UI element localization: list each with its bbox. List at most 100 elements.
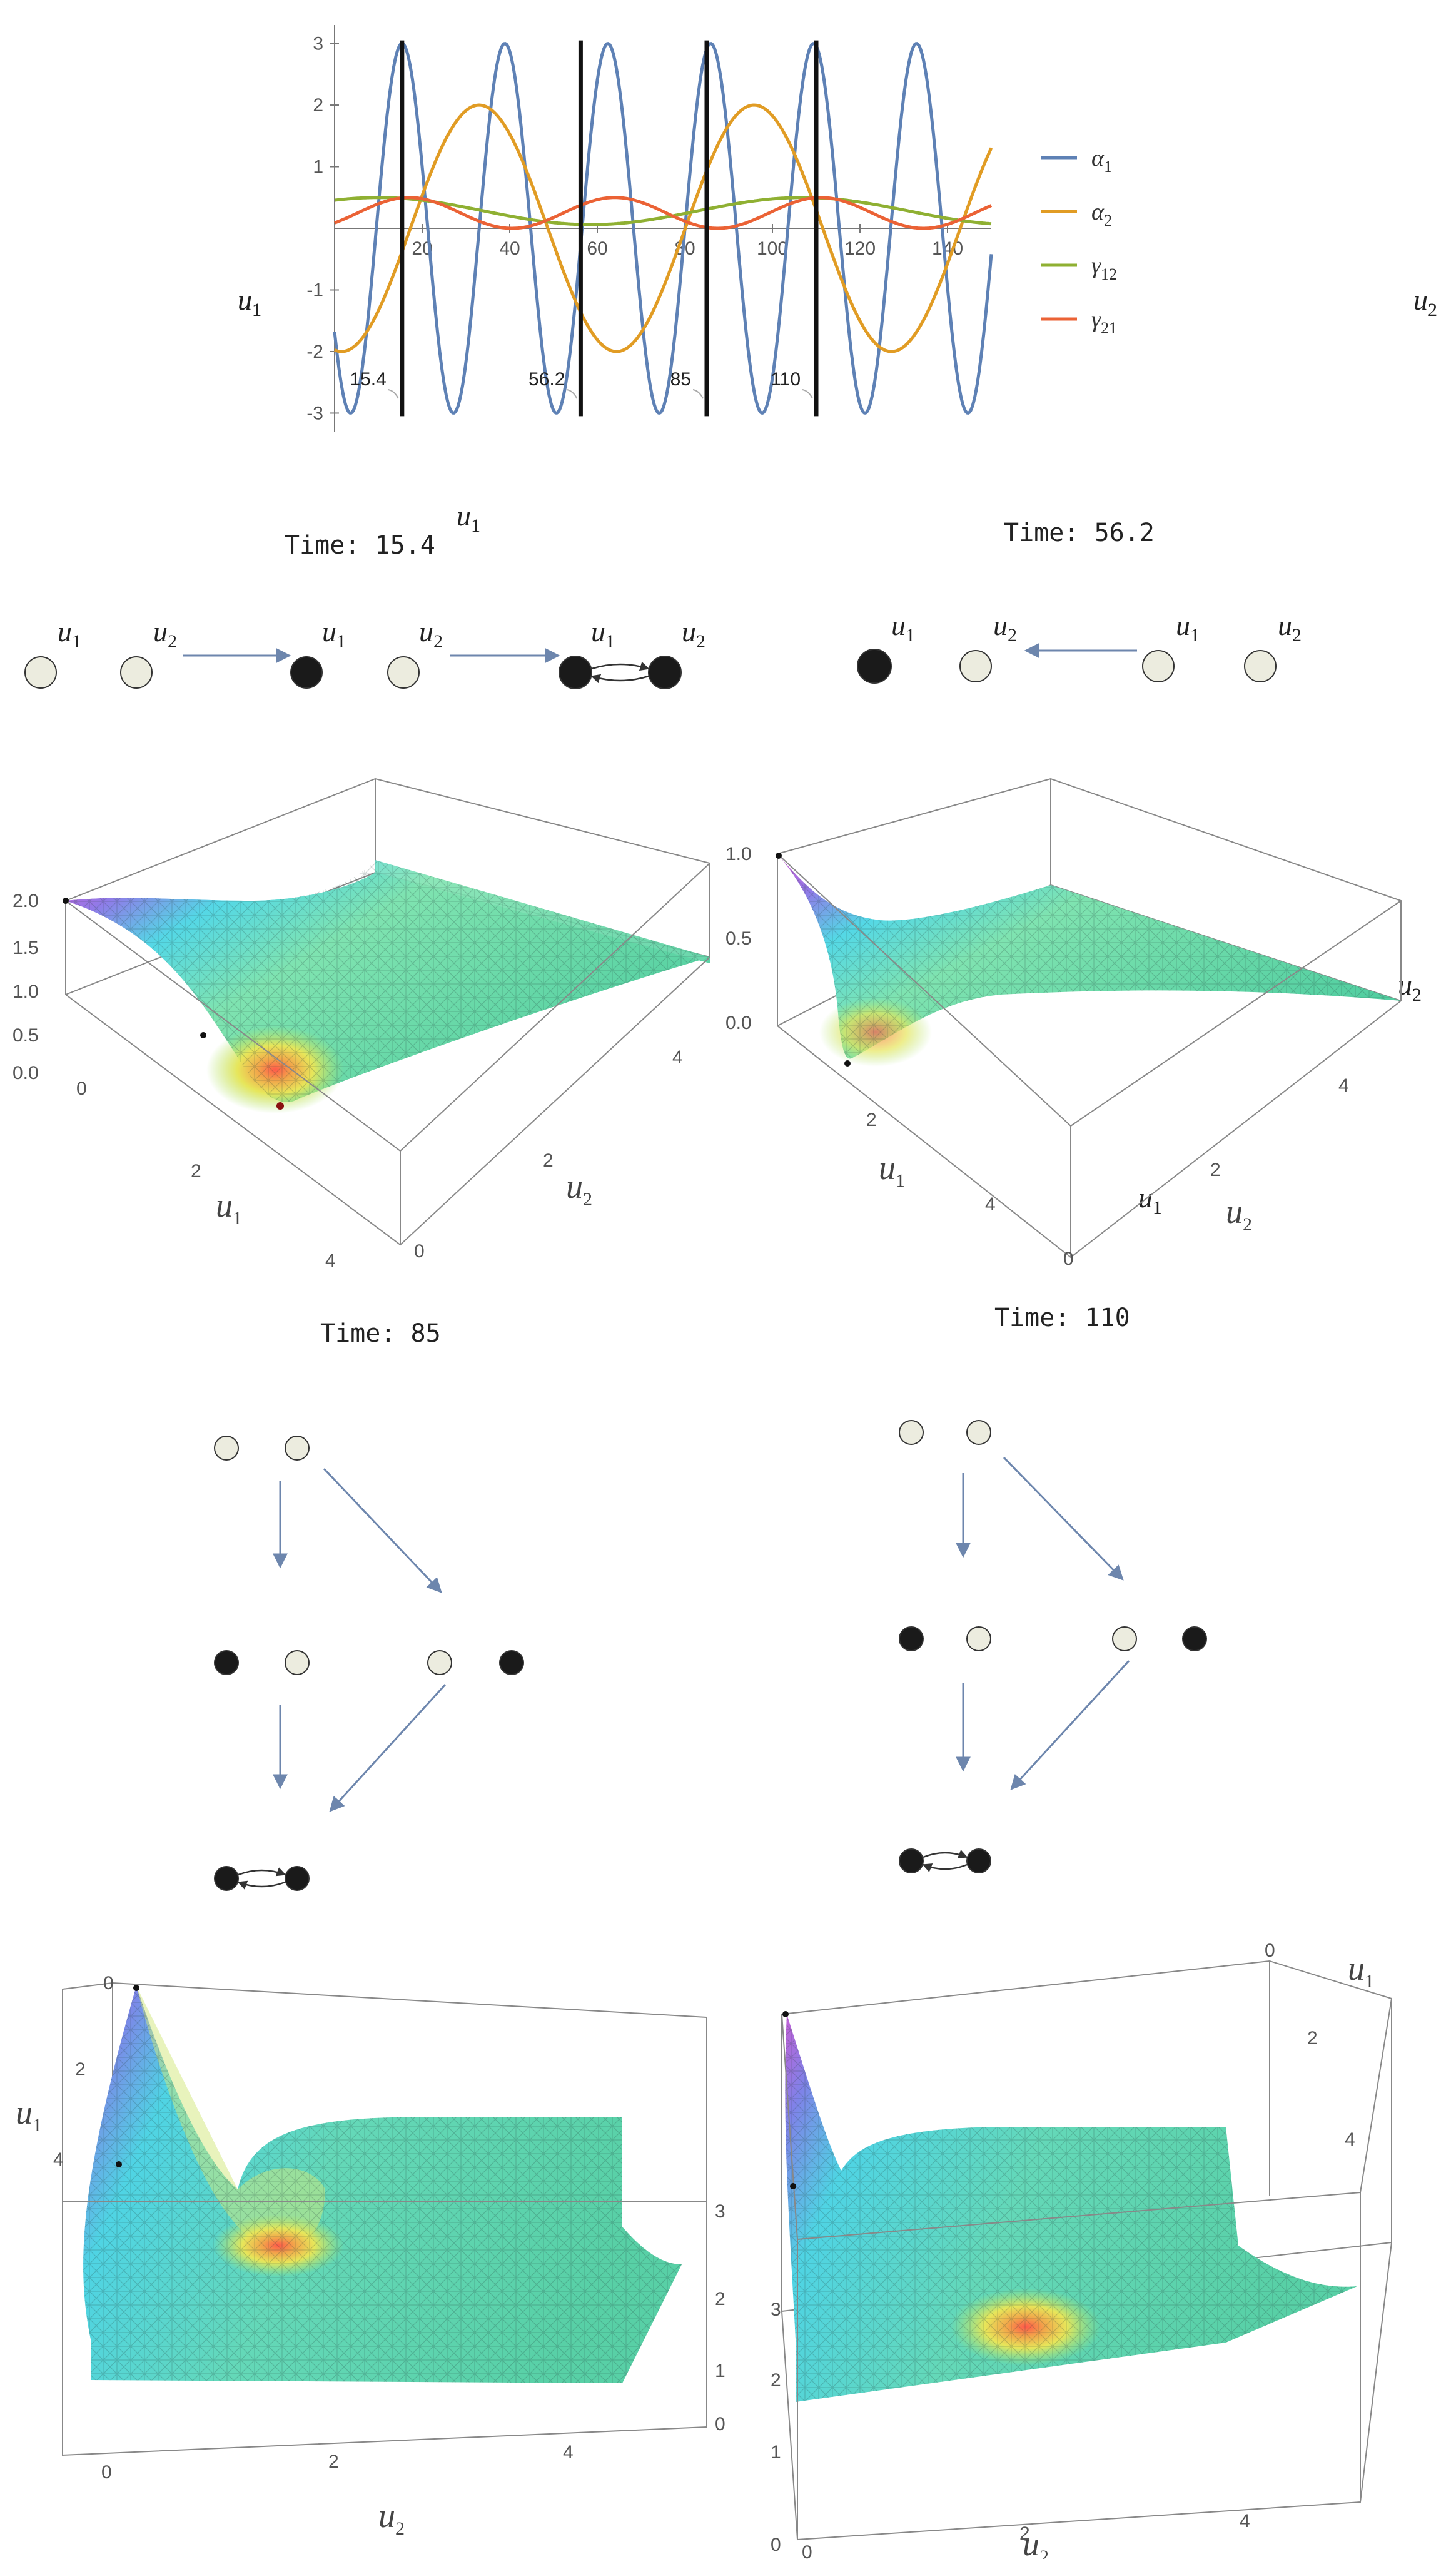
series-line-γ12 xyxy=(334,196,992,226)
surface-min-point xyxy=(63,898,69,904)
transition-arrow xyxy=(1010,1660,1130,1790)
node-active xyxy=(648,656,682,689)
x-tick-label: 100 xyxy=(757,238,788,259)
node-inactive xyxy=(24,656,57,689)
panel-title-t3: Time: 85 xyxy=(320,1319,441,1348)
node-active xyxy=(285,1866,310,1891)
x-tick-label: 40 xyxy=(499,238,520,259)
y-tick-label: 0 xyxy=(1063,1249,1074,1269)
panel-title-t4: Time: 110 xyxy=(994,1304,1130,1332)
u1-tick-label: 0 xyxy=(1265,1940,1275,1961)
node-label: u2 xyxy=(153,616,177,652)
marker-leader xyxy=(567,389,578,399)
u2-tick-label: 4 xyxy=(1240,2511,1250,2531)
marker-label: 110 xyxy=(771,369,801,390)
surface-min-point xyxy=(200,1032,206,1038)
marker-leader xyxy=(692,389,704,399)
bounding-box-front xyxy=(777,853,1402,1259)
u1-tick-label: 2 xyxy=(1307,2028,1318,2049)
node-active xyxy=(499,1650,524,1675)
x-axis-label: u1 xyxy=(879,1149,905,1191)
bounding-box-front xyxy=(62,1982,707,2456)
surface-min-point xyxy=(116,2161,122,2167)
bounding-box-front xyxy=(65,863,710,1246)
transition-arrow xyxy=(323,1467,442,1593)
x-tick-label: 0 xyxy=(76,1078,87,1099)
legend-label: α2 xyxy=(1091,199,1112,230)
node-inactive xyxy=(285,1436,310,1461)
node-label: u1 xyxy=(58,616,81,652)
node-label: u1 xyxy=(1176,609,1200,646)
y-ticks: 0 2 4 xyxy=(1063,1075,1349,1269)
x-tick-label: 2 xyxy=(866,1110,877,1130)
u1-tick-label: 0 xyxy=(103,1973,114,1994)
transition-arrow xyxy=(1003,1456,1124,1581)
coupling-arrow xyxy=(237,1880,286,1890)
u1-ticks: 0 2 4 xyxy=(53,1973,114,2170)
panel-title-t2: Time: 56.2 xyxy=(1004,519,1155,547)
node-inactive xyxy=(899,1420,924,1445)
u1-tick-label: 2 xyxy=(75,2059,86,2080)
z-ticks: 0.0 0.5 1.0 1.5 2.0 xyxy=(13,891,39,1083)
u2-tick-label: 2 xyxy=(1019,2523,1030,2544)
u1-axis-label: u1 xyxy=(1348,1950,1374,1992)
u1-tick-label: 4 xyxy=(1345,2129,1355,2150)
z-tick-label: 0 xyxy=(715,2414,725,2435)
z-tick-label: 1 xyxy=(715,2361,725,2381)
marker-label: 85 xyxy=(670,369,691,390)
z-tick-label: 1.0 xyxy=(13,981,39,1002)
series-line-α1 xyxy=(333,42,993,415)
node-label: u1 xyxy=(238,284,261,320)
z-ticks: 0 1 2 3 xyxy=(715,2201,725,2435)
node-active xyxy=(899,1848,924,1873)
surface-min-point xyxy=(133,1985,139,1991)
surface-mesh xyxy=(83,1986,682,2383)
x-tick-label: 140 xyxy=(932,238,963,259)
y-tick-label: -1 xyxy=(306,280,323,300)
node-active xyxy=(857,649,892,684)
surface-min-point xyxy=(776,853,782,859)
z-tick-label: 2 xyxy=(771,2370,781,2391)
x-tick-label: 4 xyxy=(325,1250,336,1271)
node-label: u2 xyxy=(682,616,705,652)
surface-min-point xyxy=(782,2011,789,2017)
u1-tick-label: 4 xyxy=(53,2149,64,2170)
y-axis-label: u2 xyxy=(566,1168,592,1210)
y-tick-label: 4 xyxy=(1338,1075,1349,1096)
z-ticks: 0 1 2 3 xyxy=(771,2299,781,2555)
series-line-γ21 xyxy=(334,196,993,230)
node-active xyxy=(1182,1626,1207,1651)
x-ticks: 0 2 4 xyxy=(76,1078,336,1271)
legend-label: γ12 xyxy=(1091,253,1117,283)
x-tick-label: 60 xyxy=(587,238,607,259)
u2-tick-label: 4 xyxy=(563,2442,574,2463)
node-label: u1 xyxy=(322,616,346,652)
y-tick-label: 2 xyxy=(543,1150,554,1171)
z-tick-label: 3 xyxy=(771,2299,781,2320)
node-active xyxy=(290,656,323,689)
z-ticks: 0.0 0.5 1.0 xyxy=(725,844,752,1033)
z-tick-label: 0.5 xyxy=(13,1025,39,1046)
node-label: u1 xyxy=(238,284,261,320)
z-tick-label: 0.5 xyxy=(725,928,752,949)
y-tick-label: 4 xyxy=(672,1047,683,1068)
y-tick-label: 2 xyxy=(1210,1160,1221,1180)
node-inactive xyxy=(387,656,420,689)
u2-tick-label: 0 xyxy=(101,2462,112,2483)
node-label: u1 xyxy=(591,616,615,652)
node-active xyxy=(899,1626,924,1651)
u1-axis-label: u1 xyxy=(16,2094,42,2136)
coupling-arrow xyxy=(923,1850,968,1858)
surface-min-point xyxy=(276,1102,284,1110)
surface-min-point xyxy=(790,2183,796,2189)
marker-leader xyxy=(802,389,813,399)
y-tick-label: 3 xyxy=(313,34,323,54)
u2-ticks: 0 2 4 xyxy=(101,2442,574,2483)
node-inactive xyxy=(959,650,992,682)
y-tick-label: -2 xyxy=(306,342,323,362)
marker-label: 56.2 xyxy=(528,369,565,390)
node-label: u1 xyxy=(891,609,915,646)
u2-axis-label: u2 xyxy=(1023,2525,1049,2559)
